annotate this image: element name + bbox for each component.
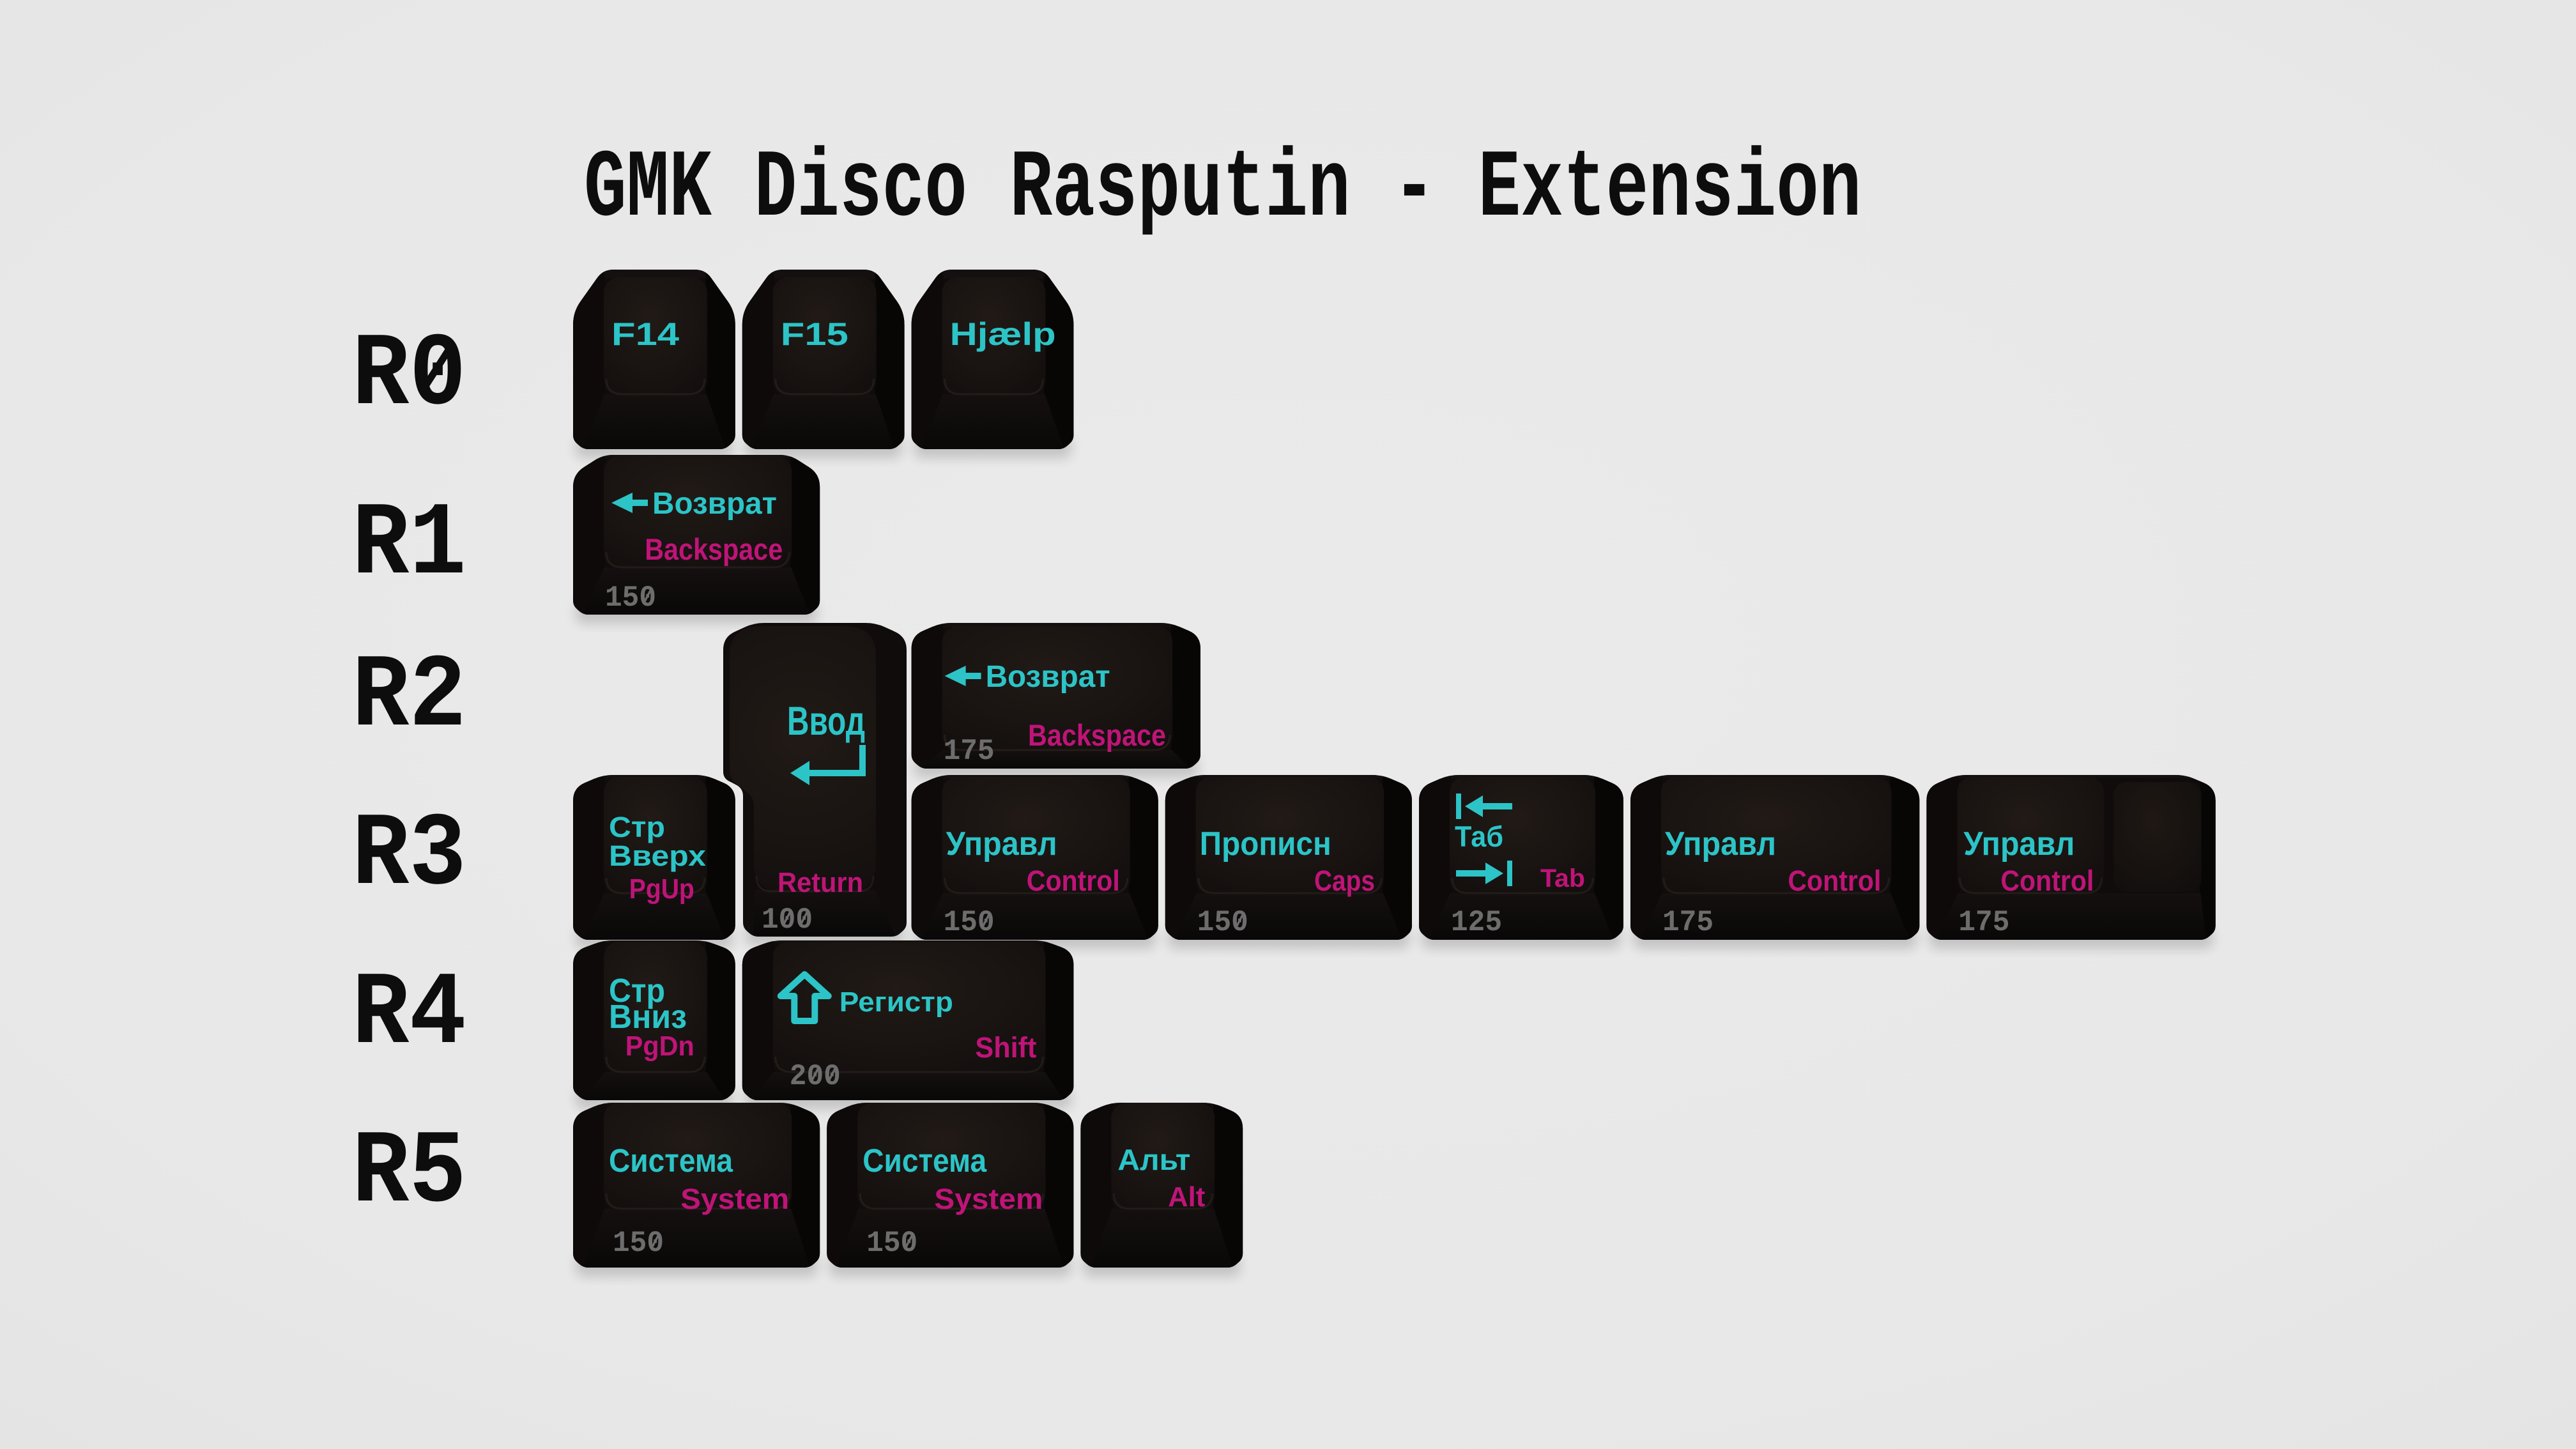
svg-text:Система: Система (862, 1142, 987, 1179)
svg-text:System: System (680, 1183, 789, 1215)
svg-text:R2: R2 (352, 638, 466, 756)
svg-text:Возврат: Возврат (652, 487, 777, 521)
svg-text:Вверх: Вверх (609, 839, 706, 872)
svg-text:Shift: Shift (975, 1031, 1036, 1064)
svg-text:Backspace: Backspace (645, 532, 783, 566)
svg-text:Return: Return (778, 867, 863, 898)
svg-text:Возврат: Возврат (986, 660, 1110, 694)
svg-text:Control: Control (1788, 864, 1881, 897)
svg-text:150: 150 (866, 1227, 917, 1260)
svg-text:Система: Система (609, 1142, 733, 1179)
svg-text:GMK Disco Rasputin - Extension: GMK Disco Rasputin - Extension (584, 135, 1862, 243)
svg-text:Caps: Caps (1314, 864, 1375, 897)
svg-text:Alt: Alt (1168, 1181, 1205, 1213)
svg-text:Tab: Tab (1540, 864, 1585, 893)
svg-text:Таб: Таб (1455, 820, 1503, 853)
svg-text:Ввод: Ввод (787, 699, 865, 744)
svg-text:Альт: Альт (1117, 1143, 1190, 1176)
svg-text:F15: F15 (781, 316, 848, 352)
svg-text:R1: R1 (352, 486, 466, 604)
svg-text:Control: Control (1027, 864, 1120, 897)
svg-text:175: 175 (1958, 906, 2009, 939)
svg-text:R0: R0 (352, 317, 466, 434)
svg-text:175: 175 (1662, 906, 1713, 939)
svg-text:175: 175 (944, 735, 995, 768)
svg-text:Управл: Управл (1963, 825, 2074, 862)
svg-text:PgDn: PgDn (625, 1031, 694, 1062)
svg-text:Управл: Управл (1665, 825, 1776, 862)
svg-text:Прописн: Прописн (1200, 825, 1331, 862)
svg-text:F14: F14 (611, 316, 679, 352)
svg-text:Регистр: Регистр (839, 986, 953, 1018)
svg-text:Вниз: Вниз (609, 999, 687, 1036)
svg-text:Control: Control (2000, 864, 2094, 897)
svg-text:System: System (934, 1183, 1043, 1215)
svg-text:Управл: Управл (946, 825, 1057, 862)
svg-text:Hjælp: Hjælp (950, 316, 1056, 352)
svg-text:150: 150 (605, 581, 656, 615)
svg-text:R4: R4 (352, 956, 466, 1073)
svg-text:125: 125 (1451, 906, 1502, 939)
svg-text:Backspace: Backspace (1028, 718, 1166, 752)
svg-text:150: 150 (944, 906, 995, 939)
svg-text:Стр: Стр (609, 972, 665, 1009)
svg-text:R3: R3 (352, 797, 466, 914)
svg-text:Стр: Стр (609, 811, 665, 843)
svg-text:R5: R5 (352, 1114, 466, 1232)
svg-text:150: 150 (613, 1227, 664, 1260)
svg-text:PgUp: PgUp (629, 873, 694, 905)
svg-text:150: 150 (1197, 906, 1248, 939)
